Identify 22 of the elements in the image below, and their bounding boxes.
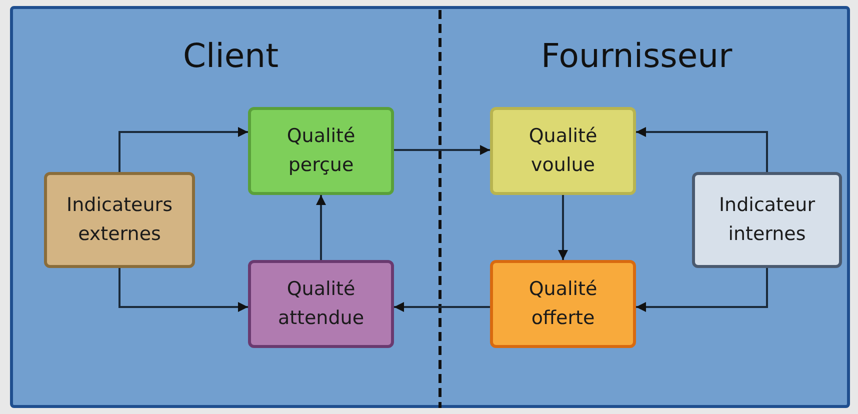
arrow	[118, 268, 248, 312]
section-heading: Fournisseur	[541, 36, 732, 75]
arrow	[636, 268, 768, 312]
box-label: Indicateur internes	[718, 193, 816, 247]
arrow	[394, 302, 490, 312]
box-label: Qualité perçue	[286, 124, 356, 178]
box-label: Indicateurs externes	[66, 193, 174, 247]
box-label: Qualité attendue	[276, 277, 366, 331]
arrow	[118, 127, 248, 172]
process-box	[44, 172, 195, 268]
process-box	[692, 172, 842, 268]
arrow	[558, 195, 568, 260]
section-heading: Client	[183, 36, 279, 75]
process-box	[490, 260, 636, 348]
arrow	[394, 145, 490, 155]
box-label: Qualité voulue	[528, 124, 598, 178]
arrow	[316, 195, 326, 260]
box-label: Qualité offerte	[528, 277, 598, 331]
process-box	[248, 260, 394, 348]
arrow	[636, 127, 768, 172]
process-box	[490, 107, 636, 195]
process-box	[248, 107, 394, 195]
